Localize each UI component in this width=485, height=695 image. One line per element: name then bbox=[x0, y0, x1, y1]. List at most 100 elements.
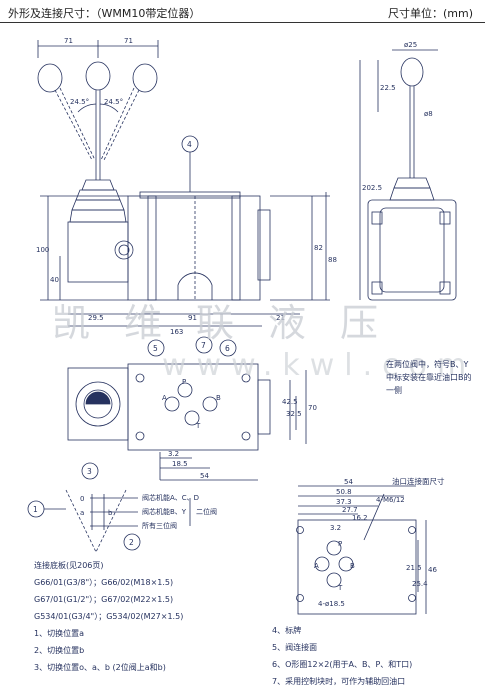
callout-4-num: 4 bbox=[187, 140, 192, 149]
dim-37-3: 37.3 bbox=[336, 498, 352, 506]
legend-item-1: 1、切换位置a bbox=[34, 629, 84, 638]
bellows-2 bbox=[75, 189, 121, 201]
legend-item-7: 7、采用控制块时，可作为辅助回油口 bbox=[272, 677, 406, 686]
sym-row3-label: 所有三位阀 bbox=[142, 521, 177, 530]
legend-item-5: 5、阀连接面 bbox=[272, 643, 318, 652]
dim-4-m6: 4-M6/12 bbox=[376, 496, 405, 504]
watermark-url: www.kwl.com bbox=[162, 348, 477, 383]
dim-angle-right: 24.5° bbox=[104, 98, 123, 106]
face-port-p bbox=[326, 540, 342, 556]
dim-71a: 71 bbox=[64, 37, 73, 45]
legend-item-3: 3、切换位置o、a、b (2位阀上a和b) bbox=[34, 663, 166, 672]
callout-3-num: 3 bbox=[87, 467, 92, 476]
dim-22-5: 22.5 bbox=[380, 84, 396, 92]
port-a bbox=[164, 396, 180, 412]
knob-left bbox=[37, 63, 63, 93]
body-port bbox=[177, 272, 213, 300]
dim-100: 100 bbox=[36, 246, 49, 254]
dim-25-4: 25.4 bbox=[412, 580, 428, 588]
angle-arc-left bbox=[77, 103, 97, 113]
dim-46: 46 bbox=[428, 566, 437, 574]
dim-70: 70 bbox=[308, 404, 317, 412]
top-knob-mark bbox=[85, 391, 111, 405]
bolt-hole bbox=[241, 373, 251, 383]
top-knob-outer bbox=[75, 381, 121, 427]
dim-4-phi18-5: 4-ø18.5 bbox=[318, 600, 345, 608]
face-screw bbox=[408, 526, 416, 534]
angle-arc-right bbox=[99, 103, 119, 113]
dim-40: 40 bbox=[50, 276, 59, 284]
face-port-a-label: A bbox=[314, 562, 319, 570]
sym-row2-label: 阀芯机能B、Y bbox=[142, 507, 187, 516]
dim-42-5: 42.5 bbox=[282, 398, 298, 406]
top-port-t-label: T bbox=[195, 422, 201, 430]
bolt-hole bbox=[135, 373, 145, 383]
side-bolt bbox=[371, 211, 383, 225]
dim-angle-left: 24.5° bbox=[70, 98, 89, 106]
sym-v-right bbox=[95, 489, 127, 553]
nameplate-strip bbox=[139, 191, 241, 199]
callout-3 bbox=[81, 462, 99, 480]
body-bolt-left bbox=[147, 195, 157, 301]
plug-inner bbox=[118, 244, 130, 256]
watermark-company: 凯维联液压 bbox=[52, 301, 413, 345]
handle-right-2 bbox=[100, 87, 135, 161]
side-bolt bbox=[439, 281, 451, 295]
legend-left: 1、切换位置a 2、切换位置b 3、切换位置o、a、b (2位阀上a和b) bbox=[34, 625, 166, 676]
knob-center bbox=[85, 61, 111, 91]
face-port-b bbox=[338, 556, 354, 572]
legend-item-6: 6、O形圈12×2(用于A、B、P、和T口) bbox=[272, 660, 413, 669]
body-bolt-right bbox=[231, 195, 241, 301]
face-port-a bbox=[314, 556, 330, 572]
dim-phi25: ø25 bbox=[404, 41, 417, 49]
port-b bbox=[202, 396, 218, 412]
bellows-4 bbox=[69, 209, 127, 223]
dim-29-5: 29.5 bbox=[88, 314, 104, 322]
port-p bbox=[177, 382, 193, 398]
top-port-b-label: B bbox=[216, 394, 221, 402]
unit-label: 尺寸单位：(mm) bbox=[387, 7, 473, 20]
side-bellows-1 bbox=[393, 177, 431, 189]
dim-50-8: 50.8 bbox=[336, 488, 352, 496]
drawing-title: 外形及连接尺寸：（WMM10带定位器） bbox=[8, 7, 201, 20]
callout-2-num: 2 bbox=[129, 538, 134, 547]
sym-right-label: 二位阀 bbox=[196, 507, 217, 516]
port-t bbox=[184, 410, 200, 426]
sym-pos-a: a bbox=[80, 509, 84, 517]
knob-right bbox=[132, 63, 158, 93]
dim-18-5: 18.5 bbox=[172, 460, 188, 468]
callout-6-num: 6 bbox=[225, 344, 230, 353]
callout-2 bbox=[123, 533, 141, 551]
subplate-line-2: G67/01(G1/2"）；G67/02(M22×1.5) bbox=[34, 595, 174, 604]
handle-right bbox=[103, 89, 140, 161]
subplate-block: 连接底板(见206页) G66/01(G3/8"）；G66/02(M18×1.5… bbox=[34, 557, 183, 625]
legend-item-2: 2、切换位置b bbox=[34, 646, 85, 655]
subplate-line-1: G66/01(G3/8"）；G66/02(M18×1.5) bbox=[34, 578, 174, 587]
callout-7 bbox=[195, 336, 213, 354]
dim-54b: 54 bbox=[344, 478, 353, 486]
face-port-b-label: B bbox=[350, 562, 355, 570]
face-port-t bbox=[326, 572, 342, 588]
valve-body bbox=[127, 195, 261, 301]
dim-phi8: ø8 bbox=[424, 110, 433, 118]
dim-202-5: 202.5 bbox=[362, 184, 382, 192]
bellows-top bbox=[81, 179, 115, 191]
dim-27-7: 27.7 bbox=[342, 506, 358, 514]
subplate-line-3: G534/01(G3/4"）；G534/02(M27×1.5) bbox=[34, 612, 184, 621]
subplate-title: 连接底板(见206页) bbox=[34, 561, 104, 570]
sym-pos-b: b bbox=[108, 509, 113, 517]
face-screw bbox=[408, 594, 416, 602]
top-port-p-label: P bbox=[182, 378, 186, 386]
callout-6 bbox=[219, 339, 237, 357]
dim-16-2: 16.2 bbox=[352, 514, 368, 522]
dim-82: 82 bbox=[314, 244, 323, 252]
face-screw bbox=[296, 594, 304, 602]
port-face bbox=[297, 519, 417, 615]
dim-54: 54 bbox=[200, 472, 209, 480]
dim-91: 91 bbox=[188, 314, 197, 322]
dim-71b: 71 bbox=[124, 37, 133, 45]
end-cap bbox=[257, 209, 271, 281]
callout-1-num: 1 bbox=[33, 505, 38, 514]
legend-item-4: 4、标牌 bbox=[272, 626, 302, 635]
